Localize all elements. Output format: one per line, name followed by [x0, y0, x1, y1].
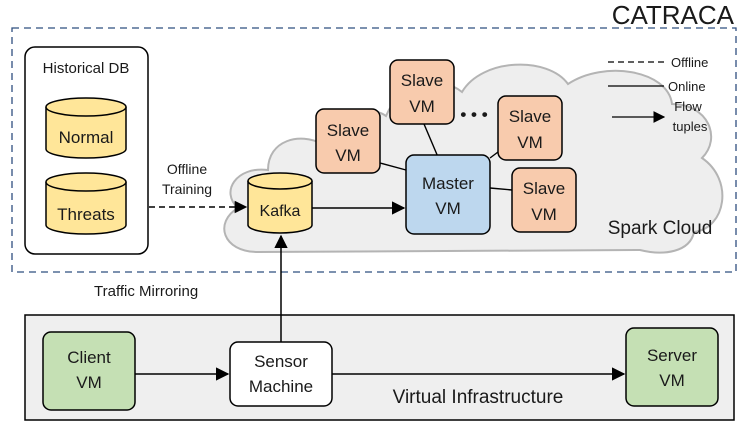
svg-text:VM: VM: [435, 199, 461, 218]
svg-text:Sensor: Sensor: [254, 352, 308, 371]
kafka-label: Kafka: [260, 203, 301, 220]
legend: Offline Online Flow tuples: [608, 55, 708, 134]
kafka-cylinder: Kafka: [247, 172, 313, 234]
svg-text:VM: VM: [409, 97, 435, 116]
svg-text:Slave: Slave: [401, 71, 444, 90]
legend-tuples: tuples: [673, 119, 708, 134]
threats-db-cylinder: Threats: [45, 172, 127, 235]
client-vm: Client VM: [42, 331, 136, 411]
spark-cloud-label: Spark Cloud: [608, 218, 713, 239]
historical-db: Historical DB Normal Threats: [24, 46, 149, 255]
threats-db-label: Threats: [57, 205, 115, 224]
cluster-links: [379, 123, 513, 191]
svg-text:Master: Master: [422, 174, 474, 193]
svg-text:VM: VM: [659, 371, 685, 390]
svg-text:Slave: Slave: [523, 179, 566, 198]
svg-text:VM: VM: [517, 133, 543, 152]
svg-text:Server: Server: [647, 346, 697, 365]
svg-text:Machine: Machine: [249, 377, 313, 396]
offline-training-label-1: Offline: [167, 161, 207, 177]
traffic-mirroring-label: Traffic Mirroring: [94, 283, 198, 300]
svg-text:VM: VM: [531, 205, 557, 224]
svg-text:Slave: Slave: [509, 107, 552, 126]
catraca-boundary: [11, 27, 737, 273]
catraca-title: CATRACA: [612, 0, 735, 30]
virtual-infrastructure: Virtual Infrastructure Client VM Sensor …: [24, 314, 735, 421]
server-vm: Server VM: [625, 327, 719, 407]
legend-offline: Offline: [671, 55, 708, 70]
svg-text:VM: VM: [335, 146, 361, 165]
slave-vm-top: Slave VM: [389, 59, 455, 125]
svg-text:VM: VM: [76, 373, 102, 392]
normal-db-cylinder: Normal: [45, 97, 127, 159]
slave-ellipsis: • • •: [460, 105, 487, 124]
offline-training-label-2: Training: [162, 181, 212, 197]
svg-text:Client: Client: [67, 348, 111, 367]
legend-flow: Flow: [674, 99, 702, 114]
svg-text:Slave: Slave: [327, 121, 370, 140]
legend-online: Online: [668, 79, 706, 94]
sensor-machine: Sensor Machine: [229, 341, 333, 407]
slave-vm-right-top: Slave VM: [497, 95, 563, 161]
slave-vm-right-bottom: Slave VM: [511, 167, 577, 233]
virtual-infrastructure-label: Virtual Infrastructure: [393, 387, 564, 408]
slave-vm-left: Slave VM: [315, 108, 381, 174]
master-vm: Master VM: [405, 154, 491, 235]
historical-db-label: Historical DB: [43, 60, 130, 77]
normal-db-label: Normal: [59, 128, 114, 147]
